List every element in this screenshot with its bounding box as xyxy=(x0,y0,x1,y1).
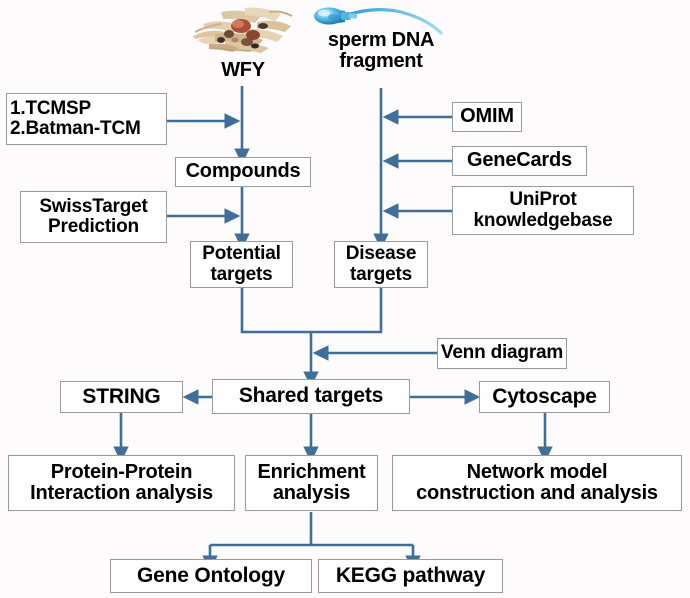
swisstarget-line2: Prediction xyxy=(48,216,139,237)
sperm-caption: sperm DNA fragment xyxy=(312,29,450,73)
source-databases-line2: 2.Batman-TCM xyxy=(10,118,141,139)
network-model-line2: construction and analysis xyxy=(416,482,658,504)
node-potential-targets[interactable]: Potential targets xyxy=(190,241,293,288)
sperm-label-line2: fragment xyxy=(339,50,423,73)
node-swisstarget-prediction[interactable]: SwissTarget Prediction xyxy=(20,191,167,243)
sperm-cell-icon xyxy=(305,2,445,36)
node-disease-targets[interactable]: Disease targets xyxy=(334,241,428,288)
enrichment-line2: analysis xyxy=(272,482,351,504)
node-ppi-analysis[interactable]: Protein-Protein Interaction analysis xyxy=(8,455,235,511)
compounds-label: Compounds xyxy=(185,160,301,183)
ppi-line1: Protein-Protein xyxy=(50,460,193,483)
venn-label: Venn diagram xyxy=(440,342,564,364)
genecards-label: GeneCards xyxy=(467,149,572,172)
node-shared-targets[interactable]: Shared targets xyxy=(212,379,410,414)
node-uniprot-knowledgebase[interactable]: UniProt knowledgebase xyxy=(452,186,634,235)
gene-ontology-label: Gene Ontology xyxy=(137,563,285,587)
node-omim[interactable]: OMIM xyxy=(452,102,522,132)
source-databases-line1: 1.TCMSP xyxy=(10,97,91,119)
string-label: STRING xyxy=(82,384,161,408)
cytoscape-label: Cytoscape xyxy=(492,384,597,408)
shared-targets-label: Shared targets xyxy=(238,384,384,408)
uniprot-line1: UniProt xyxy=(509,189,577,211)
disease-targets-line1: Disease xyxy=(345,243,417,265)
node-source-databases[interactable]: 1.TCMSP 2.Batman-TCM xyxy=(6,93,167,145)
ppi-line2: Interaction analysis xyxy=(30,482,213,504)
node-genecards[interactable]: GeneCards xyxy=(452,146,587,176)
node-enrichment-analysis[interactable]: Enrichment analysis xyxy=(245,455,378,511)
node-network-model[interactable]: Network model construction and analysis xyxy=(392,455,682,511)
node-string[interactable]: STRING xyxy=(60,381,183,413)
uniprot-line2: knowledgebase xyxy=(473,209,613,231)
herb-pile-icon xyxy=(191,4,294,56)
disease-targets-line2: targets xyxy=(350,263,412,285)
node-compounds[interactable]: Compounds xyxy=(175,157,311,187)
swisstarget-line1: SwissTarget xyxy=(39,195,148,217)
node-gene-ontology[interactable]: Gene Ontology xyxy=(110,559,312,593)
edge-enrichment-split xyxy=(210,512,413,547)
network-model-line1: Network model xyxy=(466,460,608,483)
edge-merge-targets xyxy=(240,288,383,334)
node-cytoscape[interactable]: Cytoscape xyxy=(479,381,610,413)
kegg-label: KEGG pathway xyxy=(335,563,486,587)
node-kegg-pathway[interactable]: KEGG pathway xyxy=(318,559,503,593)
potential-targets-line2: targets xyxy=(210,263,273,285)
potential-targets-line1: Potential xyxy=(202,243,281,265)
node-venn-diagram[interactable]: Venn diagram xyxy=(437,338,567,369)
sperm-label-line1: sperm DNA xyxy=(327,29,435,51)
enrichment-line1: Enrichment xyxy=(257,460,366,483)
herb-caption: WFY xyxy=(200,59,286,81)
herb-label: WFY xyxy=(221,59,265,81)
omim-label: OMIM xyxy=(460,105,514,128)
